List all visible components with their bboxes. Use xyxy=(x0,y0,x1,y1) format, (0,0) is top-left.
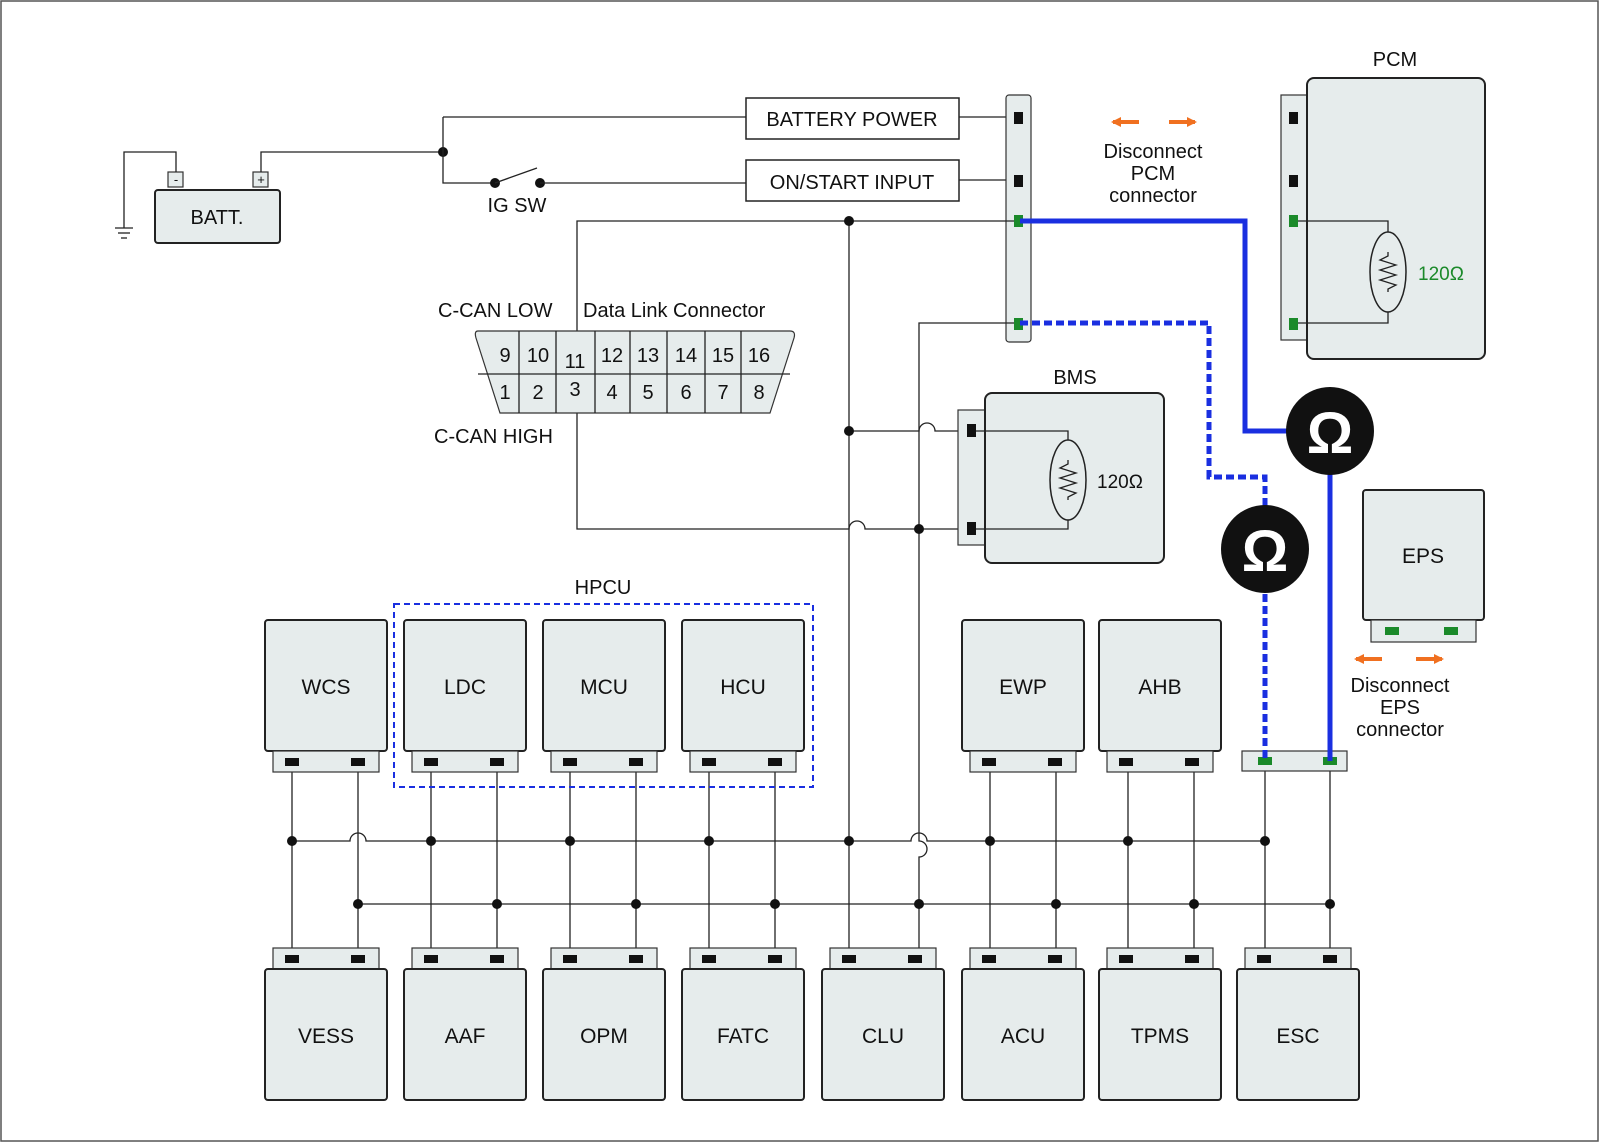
module-label: LDC xyxy=(444,676,486,699)
ig-feed-wire xyxy=(442,117,495,184)
module-label: FATC xyxy=(717,1025,769,1048)
battery: - + BATT. xyxy=(154,171,281,244)
dlc-pin-label: 1 xyxy=(499,382,510,404)
dlc-pin-label: 12 xyxy=(601,345,623,367)
module-fatc: FATC xyxy=(681,947,805,1101)
bms-module: 120Ω xyxy=(957,392,1165,564)
module-label: VESS xyxy=(298,1025,354,1048)
disconnect-eps-line3: connector xyxy=(1356,719,1444,741)
battery-label: BATT. xyxy=(191,207,244,229)
disconnect-pcm-line2: PCM xyxy=(1131,163,1175,185)
disconnect-pcm-line1: Disconnect xyxy=(1104,141,1203,163)
dlc-pin-label: 5 xyxy=(642,382,653,404)
disconnect-eps-line2: EPS xyxy=(1380,697,1420,719)
module-wcs: WCS xyxy=(264,619,388,773)
module-vess: VESS xyxy=(264,947,388,1101)
can-high-label: C-CAN HIGH xyxy=(434,426,553,448)
dlc-pin-label: 9 xyxy=(499,345,510,367)
module-ldc: LDC xyxy=(403,619,527,773)
ohm-icon: Ω xyxy=(1242,519,1289,584)
dlc-pin-label: 15 xyxy=(712,345,734,367)
module-tpms: TPMS xyxy=(1098,947,1222,1101)
module-hcu: HCU xyxy=(681,619,805,773)
module-mcu: MCU xyxy=(542,619,666,773)
module-label: MCU xyxy=(580,676,628,699)
dlc-title: Data Link Connector xyxy=(583,300,766,322)
eps-module: EPS xyxy=(1362,489,1485,643)
pcm-module: 120Ω xyxy=(1280,77,1486,360)
hpcu-group-border xyxy=(393,603,814,788)
dlc-pin-label: 3 xyxy=(569,379,580,401)
hpcu-label: HPCU xyxy=(575,577,632,599)
top-modules: WCS LDC MCU HCU EWP AHB xyxy=(264,619,1222,773)
module-label: OPM xyxy=(580,1025,628,1048)
battery-plus-label: + xyxy=(257,172,265,187)
disconnect-eps-note: Disconnect EPS connector xyxy=(1351,675,1450,741)
module-label: HCU xyxy=(720,676,766,699)
ig-switch: IG SW xyxy=(488,167,547,217)
disconnect-pcm-note: Disconnect PCM connector xyxy=(1104,141,1203,207)
module-opm: OPM xyxy=(542,947,666,1101)
can-wiring xyxy=(291,220,1331,951)
module-label: ACU xyxy=(1001,1025,1045,1048)
battery-power-box: BATTERY POWER xyxy=(745,97,960,140)
ohm-icon: Ω xyxy=(1307,401,1354,466)
dlc-pin-label: 14 xyxy=(675,345,697,367)
bms-title: BMS xyxy=(1053,367,1096,389)
module-aaf: AAF xyxy=(403,947,527,1101)
bottom-modules: VESS AAF OPM FATC CLU ACU TPMS ESC xyxy=(264,947,1360,1101)
battery-feed-wire xyxy=(260,151,443,172)
module-label: CLU xyxy=(862,1025,904,1048)
junction-dots xyxy=(287,216,1335,909)
module-esc: ESC xyxy=(1236,947,1360,1101)
pcm-wiring-connector-strip xyxy=(1005,94,1032,343)
module-ewp: EWP xyxy=(961,619,1085,773)
battery-power-label: BATTERY POWER xyxy=(766,109,937,131)
module-label: AAF xyxy=(445,1025,486,1048)
on-start-input-box: ON/START INPUT xyxy=(745,159,960,202)
dlc-pin-label: 2 xyxy=(532,382,543,404)
module-label: EWP xyxy=(999,676,1047,699)
pcm-title: PCM xyxy=(1373,49,1417,71)
module-label: TPMS xyxy=(1131,1025,1189,1048)
dlc-pin-label: 7 xyxy=(717,382,728,404)
pcm-resistor-label: 120Ω xyxy=(1418,264,1464,285)
dlc-pin-label: 10 xyxy=(527,345,549,367)
disconnect-pcm-line3: connector xyxy=(1109,185,1197,207)
module-label: AHB xyxy=(1138,676,1181,699)
module-label: ESC xyxy=(1276,1025,1319,1048)
module-clu: CLU xyxy=(821,947,945,1101)
ohmmeter-pcm: Ω xyxy=(1286,387,1374,475)
dlc-pin-label: 8 xyxy=(753,382,764,404)
dlc-pin-label: 4 xyxy=(606,382,617,404)
dlc-pin-label: 11 xyxy=(565,351,586,373)
module-label: WCS xyxy=(302,676,351,699)
dlc-pin-label: 6 xyxy=(680,382,691,404)
dlc-pin-label: 13 xyxy=(637,345,659,367)
eps-label: EPS xyxy=(1402,545,1444,568)
battery-minus-label: - xyxy=(174,172,178,187)
ig-switch-label: IG SW xyxy=(488,195,547,217)
on-start-input-label: ON/START INPUT xyxy=(770,172,934,194)
dlc-pin-label: 16 xyxy=(748,345,770,367)
module-ahb: AHB xyxy=(1098,619,1222,773)
ohmmeter-eps: Ω xyxy=(1221,505,1309,593)
disconnect-eps-line1: Disconnect xyxy=(1351,675,1450,697)
ground-symbol xyxy=(115,151,177,239)
module-acu: ACU xyxy=(961,947,1085,1101)
can-high-measure-path xyxy=(1020,218,1333,761)
can-low-label: C-CAN LOW xyxy=(438,300,553,322)
bms-resistor-label: 120Ω xyxy=(1097,472,1143,493)
